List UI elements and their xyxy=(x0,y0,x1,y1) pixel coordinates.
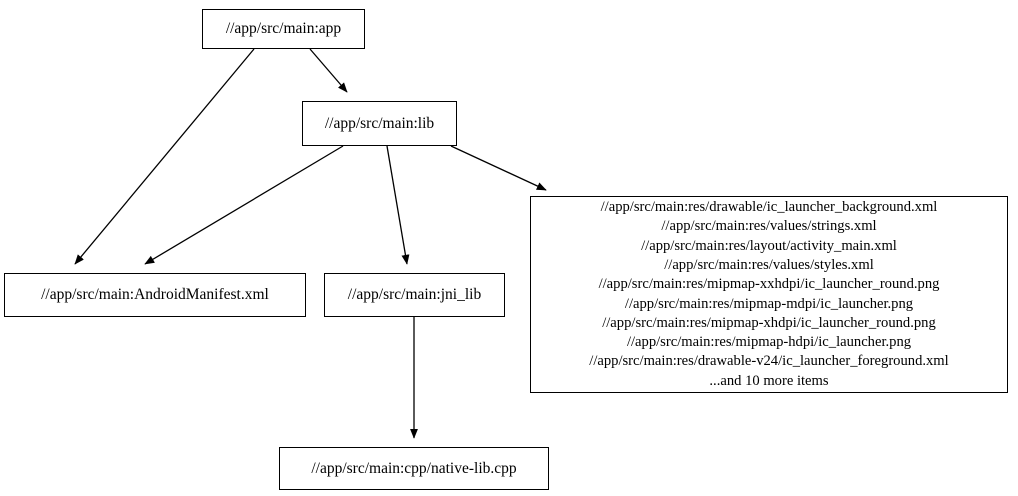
node-jni-lib[interactable]: //app/src/main:jni_lib xyxy=(324,273,505,317)
node-android-manifest-label: //app/src/main:AndroidManifest.xml xyxy=(41,286,269,304)
node-res-group[interactable]: //app/src/main:res/drawable/ic_launcher_… xyxy=(530,196,1008,393)
node-lib-label: //app/src/main:lib xyxy=(324,114,435,132)
edge-lib-to-manifest xyxy=(144,145,344,265)
node-native-lib-cpp-label: //app/src/main:cpp/native-lib.cpp xyxy=(311,459,517,477)
node-native-lib-cpp[interactable]: //app/src/main:cpp/native-lib.cpp xyxy=(279,447,549,490)
node-jni-lib-label: //app/src/main:jni_lib xyxy=(347,286,482,304)
edge-lib-to-jni-lib xyxy=(386,145,410,265)
node-app-label: //app/src/main:app xyxy=(225,20,342,38)
edge-lib-to-res-group xyxy=(450,145,547,191)
edge-app-to-lib xyxy=(309,48,348,93)
edge-app-to-manifest xyxy=(74,48,255,265)
node-android-manifest[interactable]: //app/src/main:AndroidManifest.xml xyxy=(4,273,306,317)
node-app[interactable]: //app/src/main:app xyxy=(202,9,365,49)
node-res-group-label: //app/src/main:res/drawable/ic_launcher_… xyxy=(589,199,949,389)
node-lib[interactable]: //app/src/main:lib xyxy=(302,101,457,146)
